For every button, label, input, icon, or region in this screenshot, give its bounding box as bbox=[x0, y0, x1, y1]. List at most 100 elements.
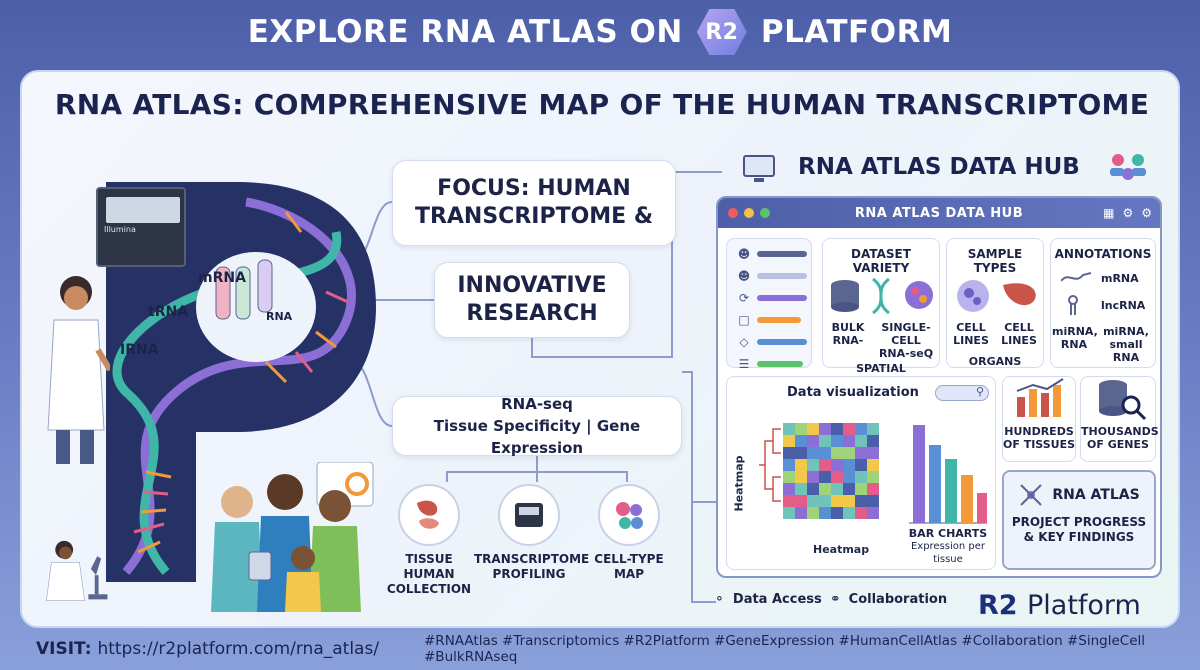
user-icon: ☻ bbox=[737, 269, 751, 283]
bar-5 bbox=[977, 493, 987, 523]
collaboration-link[interactable]: Collaboration bbox=[848, 592, 948, 607]
heatmap-cell bbox=[843, 459, 855, 471]
top-banner: EXPLORE RNA ATLAS ON R2 PLATFORM bbox=[0, 0, 1200, 64]
window-close-dot[interactable] bbox=[728, 208, 738, 218]
footer: VISIT: https://r2platform.com/rna_atlas/… bbox=[0, 628, 1200, 670]
database-icon[interactable]: ▦ bbox=[1103, 206, 1115, 220]
cell-type-map-item: CELL-TYPE MAP bbox=[574, 484, 684, 582]
bar-charts-label: BAR CHARTS bbox=[908, 527, 988, 540]
banner-prefix: EXPLORE RNA ATLAS ON bbox=[247, 14, 683, 50]
bar-2 bbox=[929, 445, 941, 523]
profiling-label-1: TRANSCRIPTOME bbox=[474, 552, 590, 566]
heatmap-cell bbox=[819, 459, 831, 471]
heatmap-cell bbox=[855, 483, 867, 495]
heatmap-cell bbox=[831, 423, 843, 435]
heatmap-cell bbox=[843, 471, 855, 483]
data-access-link[interactable]: Data Access bbox=[732, 592, 822, 607]
innovative-line-2: RESEARCH bbox=[466, 301, 598, 326]
heatmap-cell bbox=[795, 483, 807, 495]
data-visualization-card: Data visualization ⚲ Heatmap Heatmap BAR… bbox=[726, 376, 996, 570]
dataset-variety-title: DATASET VARIETY bbox=[851, 247, 911, 275]
heatmap-cell bbox=[819, 495, 831, 507]
heatmap-cell bbox=[783, 423, 795, 435]
sidebar-row-user[interactable]: ☻ bbox=[737, 247, 811, 261]
rna-seq-card: RNA-seq Tissue Specificity | Gene Expres… bbox=[392, 395, 682, 457]
heatmap-cell bbox=[867, 459, 879, 471]
sidebar-row-4[interactable]: ☰ bbox=[737, 357, 811, 371]
cells-icon bbox=[905, 281, 933, 309]
hashtags: #RNAAtlas #Transcriptomics #R2Platform #… bbox=[424, 633, 1146, 665]
window-minimize-dot[interactable] bbox=[744, 208, 754, 218]
transcriptome-profiling-item: TRANSCRIPTOME PROFILING bbox=[474, 484, 590, 582]
heatmap-cell bbox=[807, 447, 819, 459]
heatmap-cell bbox=[831, 435, 843, 447]
cell-lines-label-1: CELL LINES bbox=[953, 321, 989, 347]
tissue-collection-item: TISSUE HUMAN COLLECTION bbox=[374, 484, 484, 597]
r2-logo-badge: R2 bbox=[696, 9, 747, 55]
heatmap-cell bbox=[855, 495, 867, 507]
organs-icon bbox=[398, 484, 460, 546]
focus-human-transcriptome-card: FOCUS: HUMAN TRANSCRIPTOME & bbox=[392, 160, 676, 246]
heatmap-cell bbox=[867, 435, 879, 447]
heatmap-cell bbox=[819, 507, 831, 519]
heatmap-bottom-label: Heatmap bbox=[813, 543, 870, 556]
sample-types-card: SAMPLE TYPES CELL LINES CELL LINES ORGAN… bbox=[946, 238, 1044, 368]
sequencer-machine-icon: Illumina bbox=[96, 187, 186, 267]
genes-line-1: THOUSANDS bbox=[1081, 425, 1159, 438]
heatmap-cell bbox=[783, 447, 795, 459]
heatmap-cell bbox=[831, 447, 843, 459]
heatmap-cell bbox=[807, 483, 819, 495]
project-progress-card[interactable]: RNA ATLAS PROJECT PROGRESS & KEY FINDING… bbox=[1002, 470, 1156, 570]
hub-sidebar: ☻ ☻ ⟳ □ ◇ ☰ bbox=[726, 238, 812, 371]
connector-sub-1 bbox=[446, 456, 538, 482]
heatmap-cell bbox=[831, 507, 843, 519]
banner-suffix: PLATFORM bbox=[760, 14, 953, 50]
bar-charts-sub: Expression per tissue bbox=[910, 541, 986, 565]
sidebar-row-user-2[interactable]: ☻ bbox=[737, 269, 811, 283]
hub-window-titlebar: RNA ATLAS DATA HUB ▦ ⚙ ⚙ bbox=[718, 198, 1160, 228]
viz-search-bar[interactable]: ⚲ bbox=[935, 385, 989, 401]
single-cell-label: SINGLE-CELL RNA-seQ bbox=[878, 321, 934, 360]
annotations-title: ANNOTATIONS bbox=[1054, 247, 1152, 261]
heatmap-chart bbox=[759, 423, 879, 519]
bar-chart bbox=[909, 425, 987, 524]
main-panel: RNA ATLAS: COMPREHENSIVE MAP OF THE HUMA… bbox=[20, 70, 1180, 628]
sample-icons bbox=[957, 280, 1036, 312]
bar-3 bbox=[945, 459, 957, 523]
heatmap-cell bbox=[867, 507, 879, 519]
mirna-annotation-1: miRNA, RNA bbox=[1052, 325, 1098, 351]
hundreds-of-tissues-card: HUNDREDS OF TISSUES bbox=[1002, 376, 1076, 462]
heatmap-cell bbox=[807, 507, 819, 519]
heatmap-cell bbox=[843, 435, 855, 447]
heatmap-cell bbox=[783, 435, 795, 447]
settings-icon[interactable]: ⚙ bbox=[1122, 206, 1134, 220]
heatmap-cell bbox=[795, 507, 807, 519]
hub-title: RNA ATLAS DATA HUB bbox=[798, 154, 1080, 180]
visit-url-link[interactable]: https://r2platform.com/rna_atlas/ bbox=[97, 639, 380, 659]
dendrogram bbox=[759, 428, 781, 502]
annotations-card: ANNOTATIONS mRNA lncRNA miRNA, RNA miRNA… bbox=[1050, 238, 1156, 368]
heatmap-cell bbox=[783, 495, 795, 507]
heatmap-cell bbox=[855, 435, 867, 447]
mirna-annotation-2: miRNA, small RNA bbox=[1103, 325, 1149, 364]
brand-r2: R2 bbox=[978, 590, 1018, 621]
heatmap-cell bbox=[819, 435, 831, 447]
data-visualization-title: Data visualization bbox=[787, 385, 919, 400]
tissues-line-1: HUNDREDS bbox=[1004, 425, 1074, 438]
celltype-label-2: MAP bbox=[613, 567, 645, 581]
collaboration-icon: ⚭ bbox=[829, 592, 841, 607]
gear-icon[interactable]: ⚙ bbox=[1141, 206, 1152, 220]
innovative-line-1: INNOVATIVE bbox=[457, 273, 607, 298]
sidebar-row-3[interactable]: ◇ bbox=[737, 335, 811, 349]
main-title: RNA ATLAS: COMPREHENSIVE MAP OF THE HUMA… bbox=[54, 88, 1150, 121]
sequencer-screen bbox=[106, 197, 180, 223]
progress-title: RNA ATLAS bbox=[1052, 487, 1140, 503]
label-rna: RNA bbox=[266, 310, 293, 323]
data-access-icon: ⚬ bbox=[714, 592, 725, 607]
window-maximize-dot[interactable] bbox=[760, 208, 770, 218]
sidebar-row-2[interactable]: □ bbox=[737, 313, 811, 327]
heatmap-cell bbox=[795, 471, 807, 483]
diamond-icon: ◇ bbox=[739, 335, 749, 349]
sidebar-row-1[interactable]: ⟳ bbox=[737, 291, 811, 305]
heatmap-cell bbox=[831, 471, 843, 483]
